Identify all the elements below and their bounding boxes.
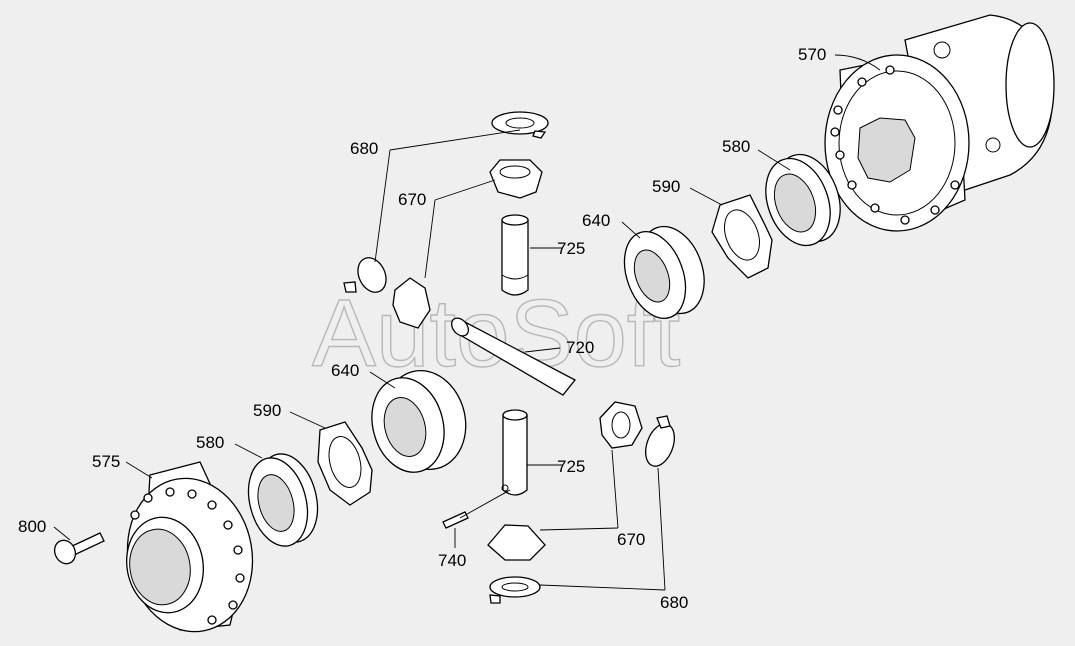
part-labels: 570 580 590 640 680 670 725 720 640 590 … bbox=[18, 45, 826, 612]
bearing-ring-580-top-part bbox=[765, 153, 841, 247]
label-740: 740 bbox=[438, 551, 466, 570]
pinion-gear-670-left-part bbox=[392, 277, 431, 329]
pin-725-top-part bbox=[501, 214, 529, 296]
cross-shaft-720-part bbox=[450, 317, 576, 396]
bolt-800-part bbox=[53, 532, 105, 565]
roll-pin-740-part bbox=[442, 511, 469, 529]
label-720: 720 bbox=[566, 338, 594, 357]
label-580-top: 580 bbox=[722, 137, 750, 156]
label-575: 575 bbox=[92, 452, 120, 471]
pin-725-bottom-part bbox=[501, 409, 528, 496]
bearing-ring-580-left-part bbox=[247, 453, 319, 547]
thrust-washer-680-right-part bbox=[645, 415, 675, 467]
label-670-bottom: 670 bbox=[617, 530, 645, 549]
label-725-bottom: 725 bbox=[557, 457, 585, 476]
watermark-text: AutoSoft bbox=[312, 280, 680, 387]
label-680-top: 680 bbox=[350, 139, 378, 158]
label-640-top: 640 bbox=[582, 211, 610, 230]
shim-590-top-part bbox=[711, 194, 773, 279]
pinion-gear-670-top-part bbox=[489, 159, 543, 199]
label-590-left: 590 bbox=[253, 401, 281, 420]
side-gear-640-left-part bbox=[371, 369, 467, 473]
thrust-washer-680-bottom-part bbox=[489, 576, 541, 604]
side-gear-640-top-part bbox=[623, 225, 705, 320]
label-640-mid: 640 bbox=[331, 361, 359, 380]
label-680-bottom: 680 bbox=[660, 593, 688, 612]
thrust-washer-680-left-part bbox=[343, 257, 387, 293]
label-590-top: 590 bbox=[652, 177, 680, 196]
thrust-washer-680-top-part bbox=[491, 111, 549, 139]
leader-lines bbox=[53, 54, 881, 591]
pinion-gear-670-bottom-part bbox=[487, 524, 546, 561]
label-570: 570 bbox=[798, 45, 826, 64]
shim-590-left-part bbox=[317, 421, 373, 506]
label-800: 800 bbox=[18, 517, 46, 536]
label-725-top: 725 bbox=[557, 239, 585, 258]
pinion-gear-670-right-part bbox=[599, 401, 643, 449]
flange-case-575-part bbox=[126, 461, 254, 633]
label-670-top: 670 bbox=[398, 190, 426, 209]
differential-case-part bbox=[824, 14, 1055, 232]
label-580-left: 580 bbox=[196, 433, 224, 452]
